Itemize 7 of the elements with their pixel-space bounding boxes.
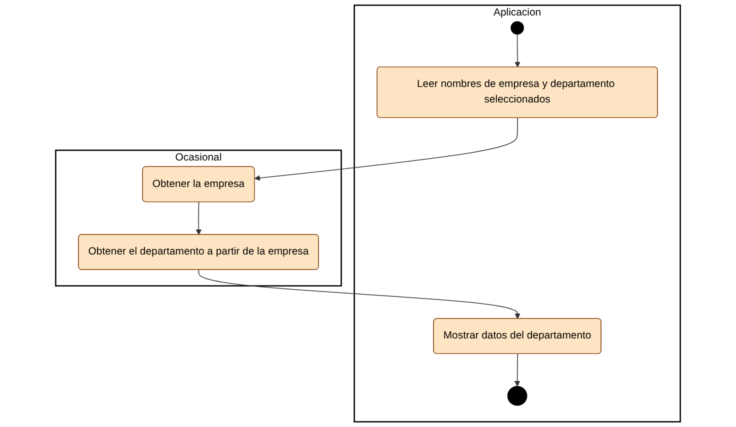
arrow (196, 202, 202, 235)
node-circle (507, 386, 528, 406)
arrow (198, 270, 520, 320)
node-circle (510, 21, 524, 35)
arrow (514, 34, 520, 68)
arrow (514, 354, 520, 387)
arrow (254, 118, 518, 181)
